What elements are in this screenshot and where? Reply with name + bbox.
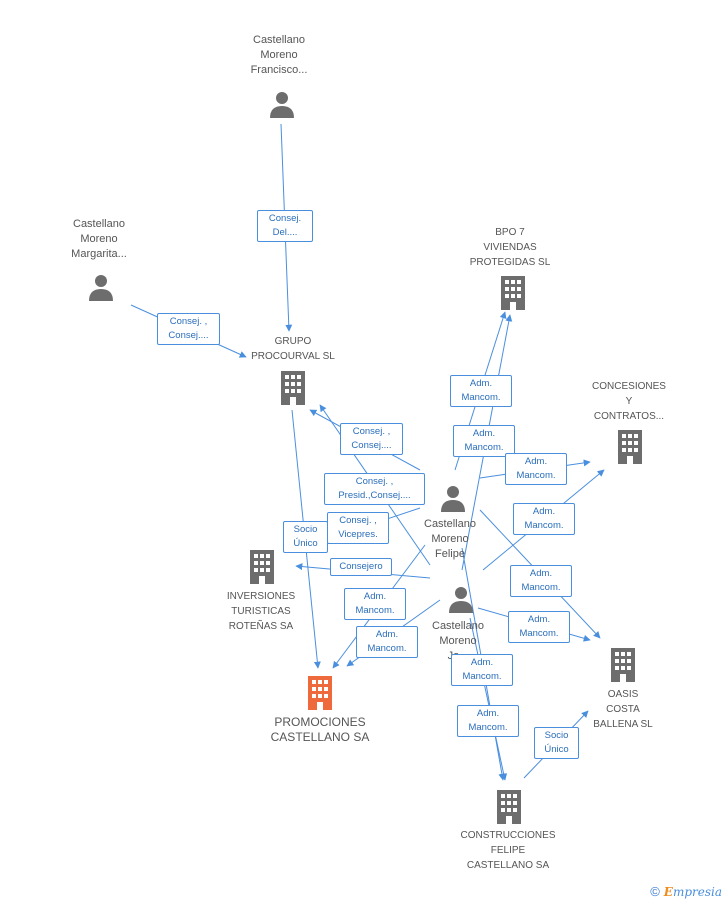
edge-label[interactable]: Adm. Mancom. [451, 654, 513, 686]
node-label-promociones[interactable]: PROMOCIONES CASTELLANO SA [270, 715, 370, 744]
node-label-inversiones[interactable]: INVERSIONES TURISTICAS ROTEÑAS SA [226, 591, 296, 632]
edge-label[interactable]: Adm. Mancom. [457, 705, 519, 737]
edge-label[interactable]: Adm. Mancom. [513, 503, 575, 535]
brand-logo[interactable]: Empresia [663, 884, 722, 899]
edge-label[interactable]: Consej. Del.... [257, 210, 313, 242]
node-label-felipe[interactable]: Castellano Moreno Felipe [424, 518, 476, 560]
edge-label[interactable]: Consej. , Presid.,Consej.... [324, 473, 425, 505]
edge-label[interactable]: Socio Único [283, 521, 328, 553]
building-icon[interactable] [279, 371, 307, 405]
edge-label[interactable]: Adm. Mancom. [510, 565, 572, 597]
edge-label[interactable]: Adm. Mancom. [508, 611, 570, 643]
person-icon[interactable] [267, 89, 297, 119]
building-icon[interactable] [499, 276, 527, 310]
edge-label[interactable]: Consejero [330, 558, 392, 576]
person-icon[interactable] [438, 483, 468, 513]
node-label-oasis[interactable]: OASIS COSTA BALLENA SL [593, 689, 653, 730]
node-label-francisco[interactable]: Castellano Moreno Francisco... [250, 34, 308, 76]
node-label-construcciones[interactable]: CONSTRUCCIONES FELIPE CASTELLANO SA [460, 830, 556, 871]
node-label-bpo7[interactable]: BPO 7 VIVIENDAS PROTEGIDAS SL [469, 227, 551, 268]
edge-label[interactable]: Consej. , Consej.... [340, 423, 403, 455]
building-icon[interactable] [248, 550, 276, 584]
building-icon[interactable] [495, 790, 523, 824]
edge-label[interactable]: Consej. , Consej.... [157, 313, 220, 345]
node-label-grupo[interactable]: GRUPO PROCOURVAL SL [251, 336, 335, 362]
edge-label[interactable]: Adm. Mancom. [453, 425, 515, 457]
footer-brand: © Empresia [650, 884, 722, 899]
edge-label[interactable]: Socio Único [534, 727, 579, 759]
edge-label[interactable]: Adm. Mancom. [505, 453, 567, 485]
node-label-concesiones[interactable]: CONCESIONES Y CONTRATOS... [592, 381, 666, 422]
person-icon[interactable] [446, 584, 476, 614]
person-icon[interactable] [86, 272, 116, 302]
building-icon[interactable] [609, 648, 637, 682]
target-building-icon[interactable] [306, 676, 334, 710]
edge-label[interactable]: Consej. , Vicepres. [327, 512, 389, 544]
node-label-margarita[interactable]: Castellano Moreno Margarita... [71, 218, 127, 260]
edge-label[interactable]: Adm. Mancom. [450, 375, 512, 407]
edge-label[interactable]: Adm. Mancom. [344, 588, 406, 620]
edge-line [469, 617, 508, 781]
building-icon[interactable] [616, 430, 644, 464]
edge-label[interactable]: Adm. Mancom. [356, 626, 418, 658]
copyright-icon: © [650, 884, 660, 899]
